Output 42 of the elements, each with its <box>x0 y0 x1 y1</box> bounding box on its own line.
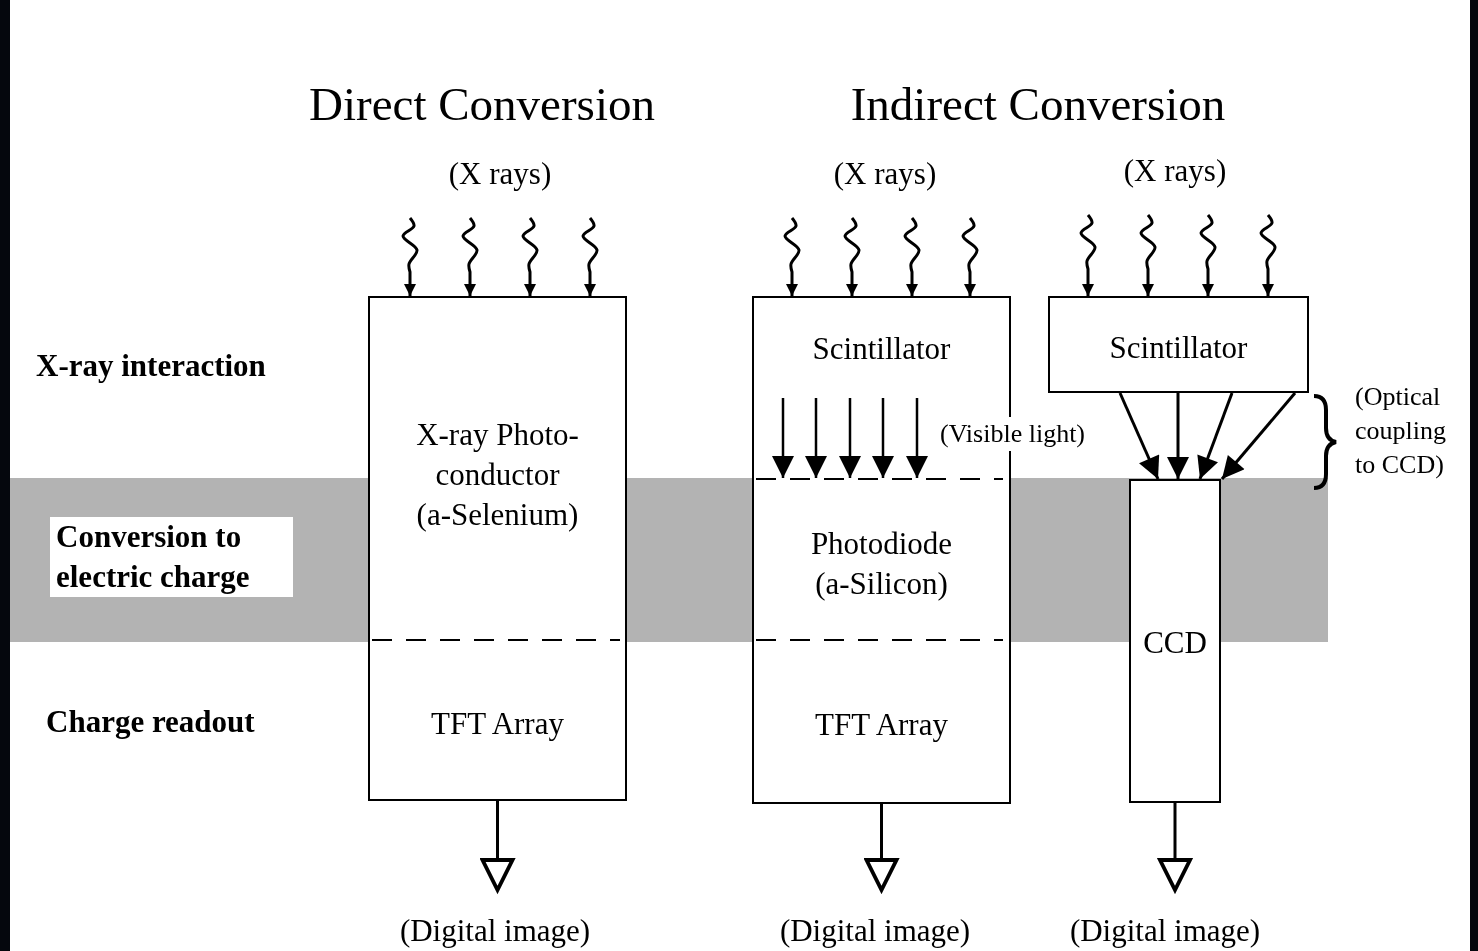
arrow <box>1259 214 1277 296</box>
layer-label: Photodiode (a-Silicon) <box>809 525 954 603</box>
arrow <box>1079 214 1097 296</box>
arrow <box>581 217 599 296</box>
caption-text: (X rays) <box>832 155 938 193</box>
row-label: Charge readout <box>46 703 256 741</box>
arrow <box>843 217 861 296</box>
arrow <box>783 217 801 296</box>
arrow <box>480 801 515 892</box>
arrow <box>903 217 921 296</box>
row-label: X-ray interaction <box>36 347 267 385</box>
arrow <box>1158 803 1192 892</box>
layer-box <box>368 296 627 801</box>
arrow <box>1220 392 1297 480</box>
arrow <box>1197 392 1234 480</box>
annotation-text: (Optical coupling to CCD) <box>1355 381 1447 481</box>
arrow <box>1118 392 1160 480</box>
layer-label: Scintillator <box>1108 329 1249 367</box>
caption-text: (Digital image) <box>398 912 592 950</box>
arrow <box>1167 393 1189 479</box>
layer-label: TFT Array <box>814 706 949 744</box>
arrow <box>401 217 419 296</box>
layer-label: Scintillator <box>811 330 952 368</box>
arrow <box>1199 214 1217 296</box>
caption-text: (Digital image) <box>1068 912 1262 950</box>
heading: Indirect Conversion <box>849 77 1227 132</box>
arrow <box>961 217 979 296</box>
arrow <box>864 804 899 892</box>
caption-text: (X rays) <box>1122 152 1228 190</box>
layer-label: TFT Array <box>430 705 565 743</box>
caption-text: (X rays) <box>447 155 553 193</box>
annotation-text: (Visible light) <box>940 417 1086 451</box>
layer-label: X-ray Photo- conductor (a-Selenium) <box>415 416 580 534</box>
caption-text: (Digital image) <box>778 912 972 950</box>
heading: Direct Conversion <box>308 77 656 132</box>
arrow <box>1139 214 1157 296</box>
layer-box <box>1129 479 1221 803</box>
layer-box <box>1048 296 1309 393</box>
arrow <box>461 217 479 296</box>
row-label: Conversion to electric charge <box>50 517 293 597</box>
layer-label: CCD <box>1142 624 1208 662</box>
arrow <box>521 217 539 296</box>
